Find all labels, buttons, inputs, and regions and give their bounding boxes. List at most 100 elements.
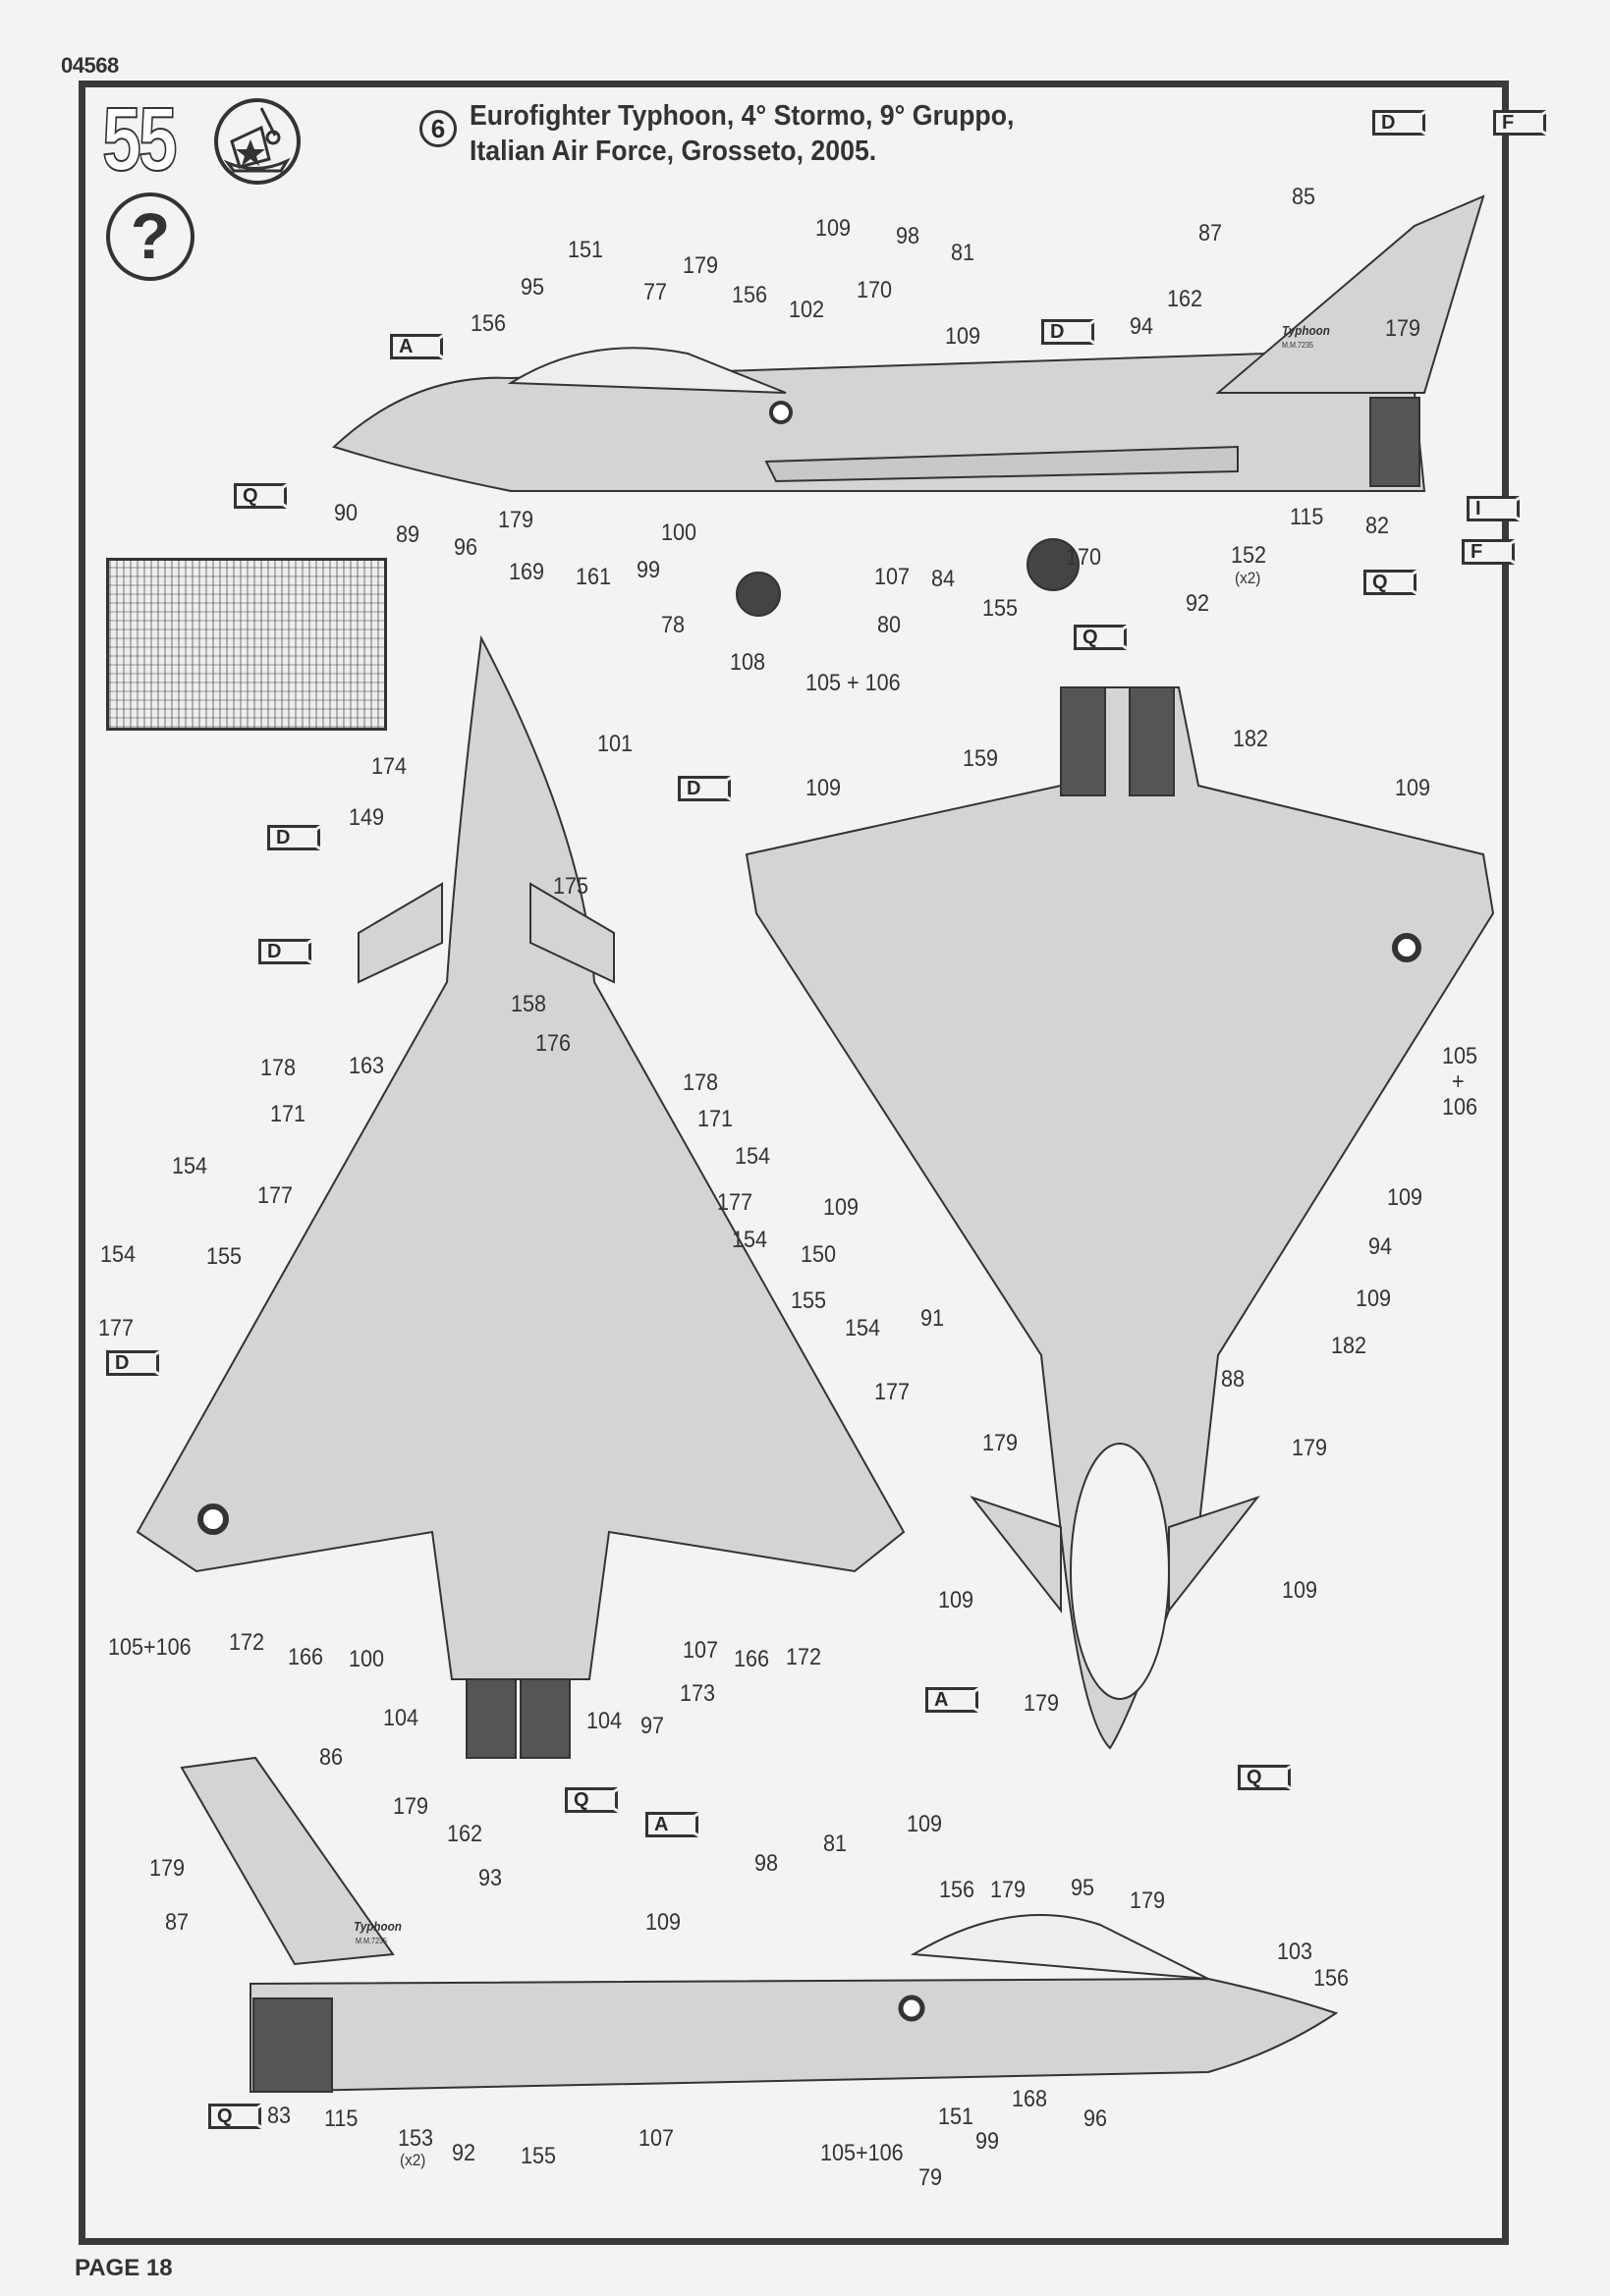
side-view-right xyxy=(180,1756,1339,2094)
side-right-roundel xyxy=(898,1995,925,2022)
callout: 109 xyxy=(815,215,852,242)
callout: 178 xyxy=(683,1069,719,1096)
callout: 80 xyxy=(877,612,902,638)
paint-flag: D xyxy=(267,825,320,850)
fin-text: Typhoon xyxy=(354,1919,402,1934)
callout: 92 xyxy=(1186,590,1210,617)
top-canard-left xyxy=(358,882,443,984)
callout: 98 xyxy=(896,223,920,249)
callout: 85 xyxy=(1292,184,1316,210)
callout: 109 xyxy=(1387,1184,1423,1211)
page-number: PAGE 18 xyxy=(75,2255,173,2281)
callout: 149 xyxy=(349,804,385,831)
callout: 179 xyxy=(498,507,534,533)
question-icon: ? xyxy=(106,192,194,281)
top-view xyxy=(136,634,906,1759)
callout: 155 xyxy=(521,2143,557,2169)
bottom-roundel xyxy=(1392,933,1421,962)
title-line-2: Italian Air Force, Grosseto, 2005. xyxy=(470,136,877,167)
paint-flag: A xyxy=(390,334,443,359)
callout: 100 xyxy=(349,1646,385,1672)
callout: 171 xyxy=(697,1106,734,1132)
paint-flag: Q xyxy=(208,2104,261,2129)
callout: 162 xyxy=(1167,286,1203,312)
callout: 107 xyxy=(683,1637,719,1664)
callout: 162 xyxy=(447,1821,483,1847)
callout: 182 xyxy=(1331,1333,1367,1359)
callout: 99 xyxy=(637,557,661,583)
callout: 99 xyxy=(975,2128,1000,2155)
paint-flag: F xyxy=(1462,539,1515,565)
callout: 156 xyxy=(939,1877,975,1903)
callout: 156 xyxy=(732,282,768,308)
callout: 94 xyxy=(1130,313,1154,340)
decal-water-glyph xyxy=(223,107,291,173)
callout-multiplier: (x2) xyxy=(400,2151,426,2169)
decal-water-icon xyxy=(214,98,301,185)
side-right-nozzle xyxy=(252,1997,333,2093)
paint-flag: D xyxy=(106,1350,159,1376)
paint-flag: Q xyxy=(1238,1765,1291,1790)
callout: 107 xyxy=(874,564,911,590)
callout: 86 xyxy=(319,1744,344,1771)
side-right-fin xyxy=(180,1756,395,1966)
fin-serial: M.M.7235 xyxy=(356,1937,388,1945)
callout: 91 xyxy=(920,1305,945,1332)
callout: 179 xyxy=(393,1793,429,1820)
paint-flag: Q xyxy=(565,1787,618,1813)
bottom-nozzle-right xyxy=(1129,686,1175,796)
callout: 177 xyxy=(717,1189,753,1216)
callout: 159 xyxy=(963,745,999,772)
callout: 95 xyxy=(521,274,545,301)
side-left-main-wheel xyxy=(1027,538,1080,591)
callout: 102 xyxy=(789,297,825,323)
fin-serial: M.M.7235 xyxy=(1282,341,1314,350)
callout: 115 xyxy=(324,2105,359,2132)
step-number: 55 xyxy=(101,89,178,190)
fin-text: Typhoon xyxy=(1282,323,1330,338)
callout: 92 xyxy=(452,2140,476,2166)
side-left-nozzle xyxy=(1369,397,1420,487)
paint-flag: A xyxy=(925,1687,978,1713)
callout: 154 xyxy=(735,1143,771,1170)
callout: 179 xyxy=(1292,1435,1328,1461)
bottom-canard-left xyxy=(970,1496,1062,1613)
callout: 109 xyxy=(1395,775,1431,801)
callout: 109 xyxy=(907,1811,943,1837)
callout: 156 xyxy=(471,310,507,337)
callout: 179 xyxy=(1024,1690,1060,1717)
callout: 87 xyxy=(165,1909,190,1936)
callout: 89 xyxy=(396,521,420,548)
callout: 179 xyxy=(990,1877,1027,1903)
callout: 96 xyxy=(454,534,478,561)
callout: 174 xyxy=(371,753,408,780)
callout: 104 xyxy=(586,1708,623,1734)
callout: 108 xyxy=(730,649,766,676)
callout: 109 xyxy=(945,323,981,350)
paint-flag: D xyxy=(678,776,731,801)
callout: 82 xyxy=(1365,513,1390,539)
callout: 105 + 106 xyxy=(805,670,901,696)
paint-flag: Q xyxy=(234,483,287,509)
bottom-view xyxy=(745,686,1495,1750)
callout: 179 xyxy=(683,252,719,279)
side-view-left xyxy=(332,194,1485,617)
callout: 169 xyxy=(509,559,545,585)
side-left-fin xyxy=(1215,194,1485,394)
paint-flag: A xyxy=(645,1812,698,1837)
callout: 96 xyxy=(1083,2105,1108,2132)
top-nozzle-left xyxy=(466,1678,517,1759)
callout: 90 xyxy=(334,500,359,526)
paint-flag: F xyxy=(1493,110,1546,136)
callout: 176 xyxy=(535,1030,572,1057)
top-fuselage-wings xyxy=(136,634,906,1680)
callout-multiplier: (x2) xyxy=(1235,569,1261,587)
callout: 109 xyxy=(1356,1285,1392,1312)
page-frame xyxy=(79,81,1509,2245)
callout: 177 xyxy=(874,1379,911,1405)
top-canard-right xyxy=(529,882,615,984)
callout: 175 xyxy=(553,873,589,900)
callout: 103 xyxy=(1277,1939,1313,1965)
callout: 170 xyxy=(1066,544,1102,571)
